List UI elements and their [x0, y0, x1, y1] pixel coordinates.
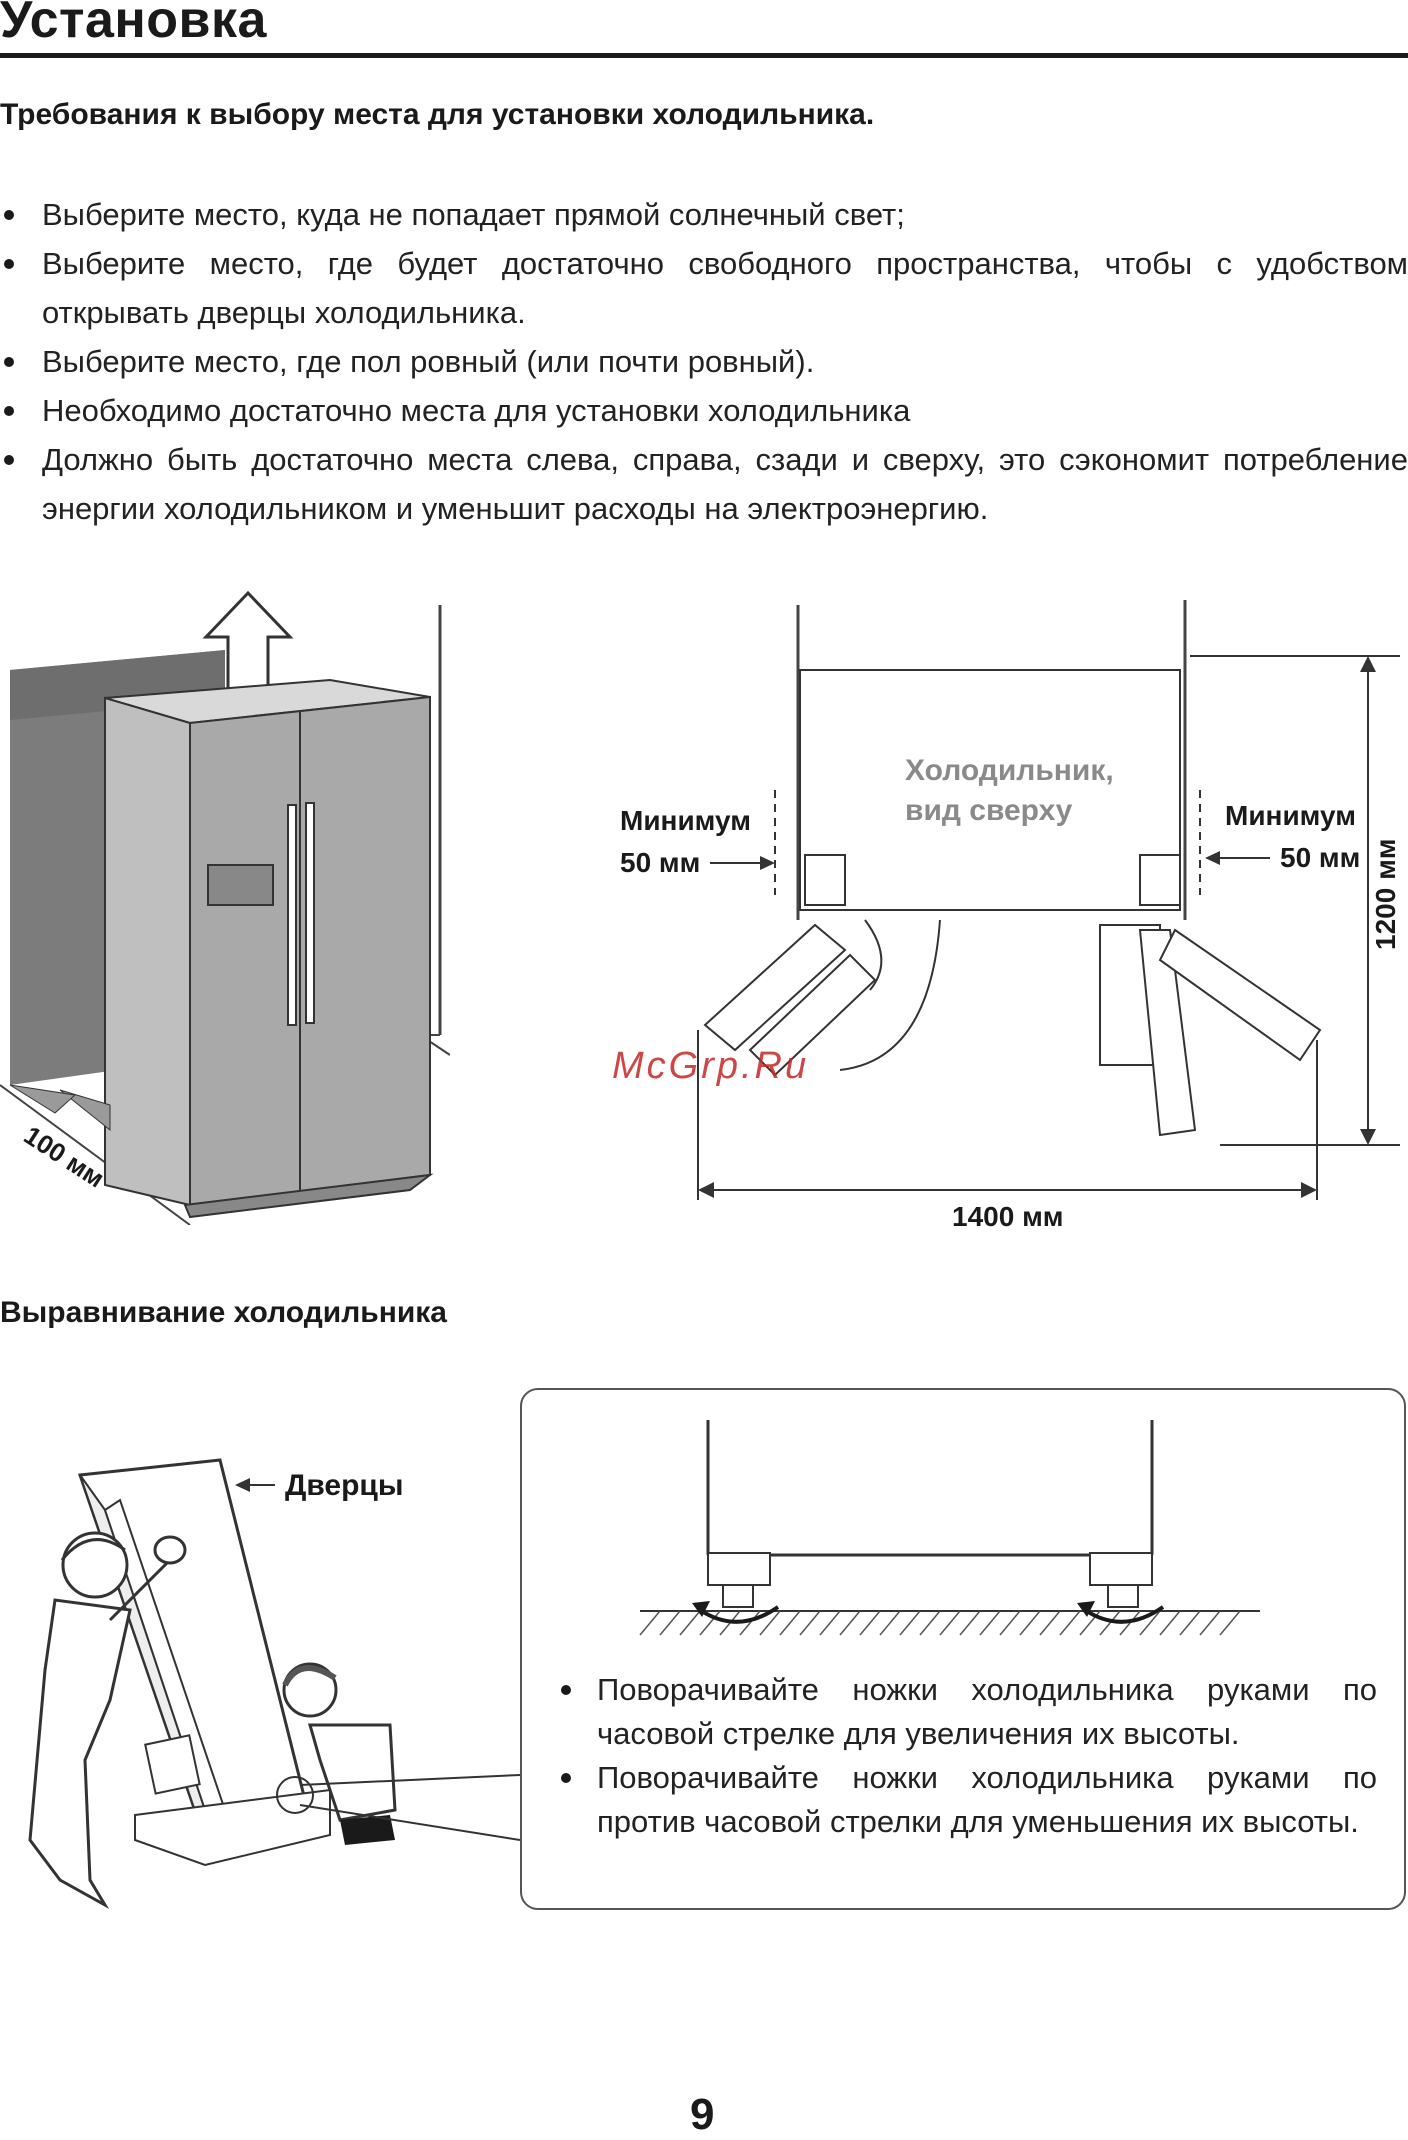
list-item: Выберите место, где будет достаточно сво… [0, 239, 1408, 337]
leveling-callout-box [520, 1388, 1406, 1910]
rotate-arrow-icon [698, 1605, 780, 1624]
leveling-feet-figure [639, 1420, 1260, 1636]
width-label: 1400 мм [952, 1201, 1064, 1232]
page-number: 9 [690, 2090, 715, 2139]
adjustable-foot-left [722, 1584, 754, 1608]
list-item: Поворачивайте ножки холодильника руками … [555, 1756, 1377, 1844]
placement-heading: Требования к выбору места для установки … [0, 98, 875, 131]
fridge-label-line1: Холодильник, [905, 754, 1114, 787]
list-item: Должно быть достаточно места слева, спра… [0, 435, 1408, 533]
adjustable-foot-right [1107, 1584, 1139, 1608]
min-right-line1: Минимум [1225, 800, 1356, 831]
list-item: Выберите место, где пол ровный (или почт… [0, 337, 1408, 386]
title-rule [0, 53, 1408, 58]
list-item: Выберите место, куда не попадает прямой … [0, 190, 1408, 239]
rotate-arrow-icon [1083, 1605, 1165, 1624]
leveling-heading: Выравнивание холодильника [0, 1296, 447, 1329]
fridge-clearance-figure: 100 мм [0, 590, 450, 1225]
min-right-line2: 50 мм [1280, 842, 1360, 873]
watermark: McGrp.Ru [612, 1045, 810, 1087]
doors-label: Дверцы [285, 1469, 404, 1502]
fridge-outline [799, 669, 1181, 911]
min-left-line2: 50 мм [620, 847, 700, 878]
page-title: Установка [0, 0, 267, 49]
min-left-line1: Минимум [620, 805, 751, 836]
tilting-fridge-figure: Дверцы [28, 1458, 521, 1910]
list-item: Поворачивайте ножки холодильника руками … [555, 1668, 1377, 1756]
top-view-figure: Холодильник, вид сверху Минимум 50 мм Ми… [620, 600, 1401, 1232]
placement-bullet-list: Выберите место, куда не попадает прямой … [0, 190, 1408, 533]
fridge-label-line2: вид сверху [905, 794, 1073, 827]
leveling-bullet-list: Поворачивайте ножки холодильника руками … [555, 1668, 1377, 1844]
depth-label: 1200 мм [1370, 839, 1401, 951]
list-item: Необходимо достаточно места для установк… [0, 386, 1408, 435]
